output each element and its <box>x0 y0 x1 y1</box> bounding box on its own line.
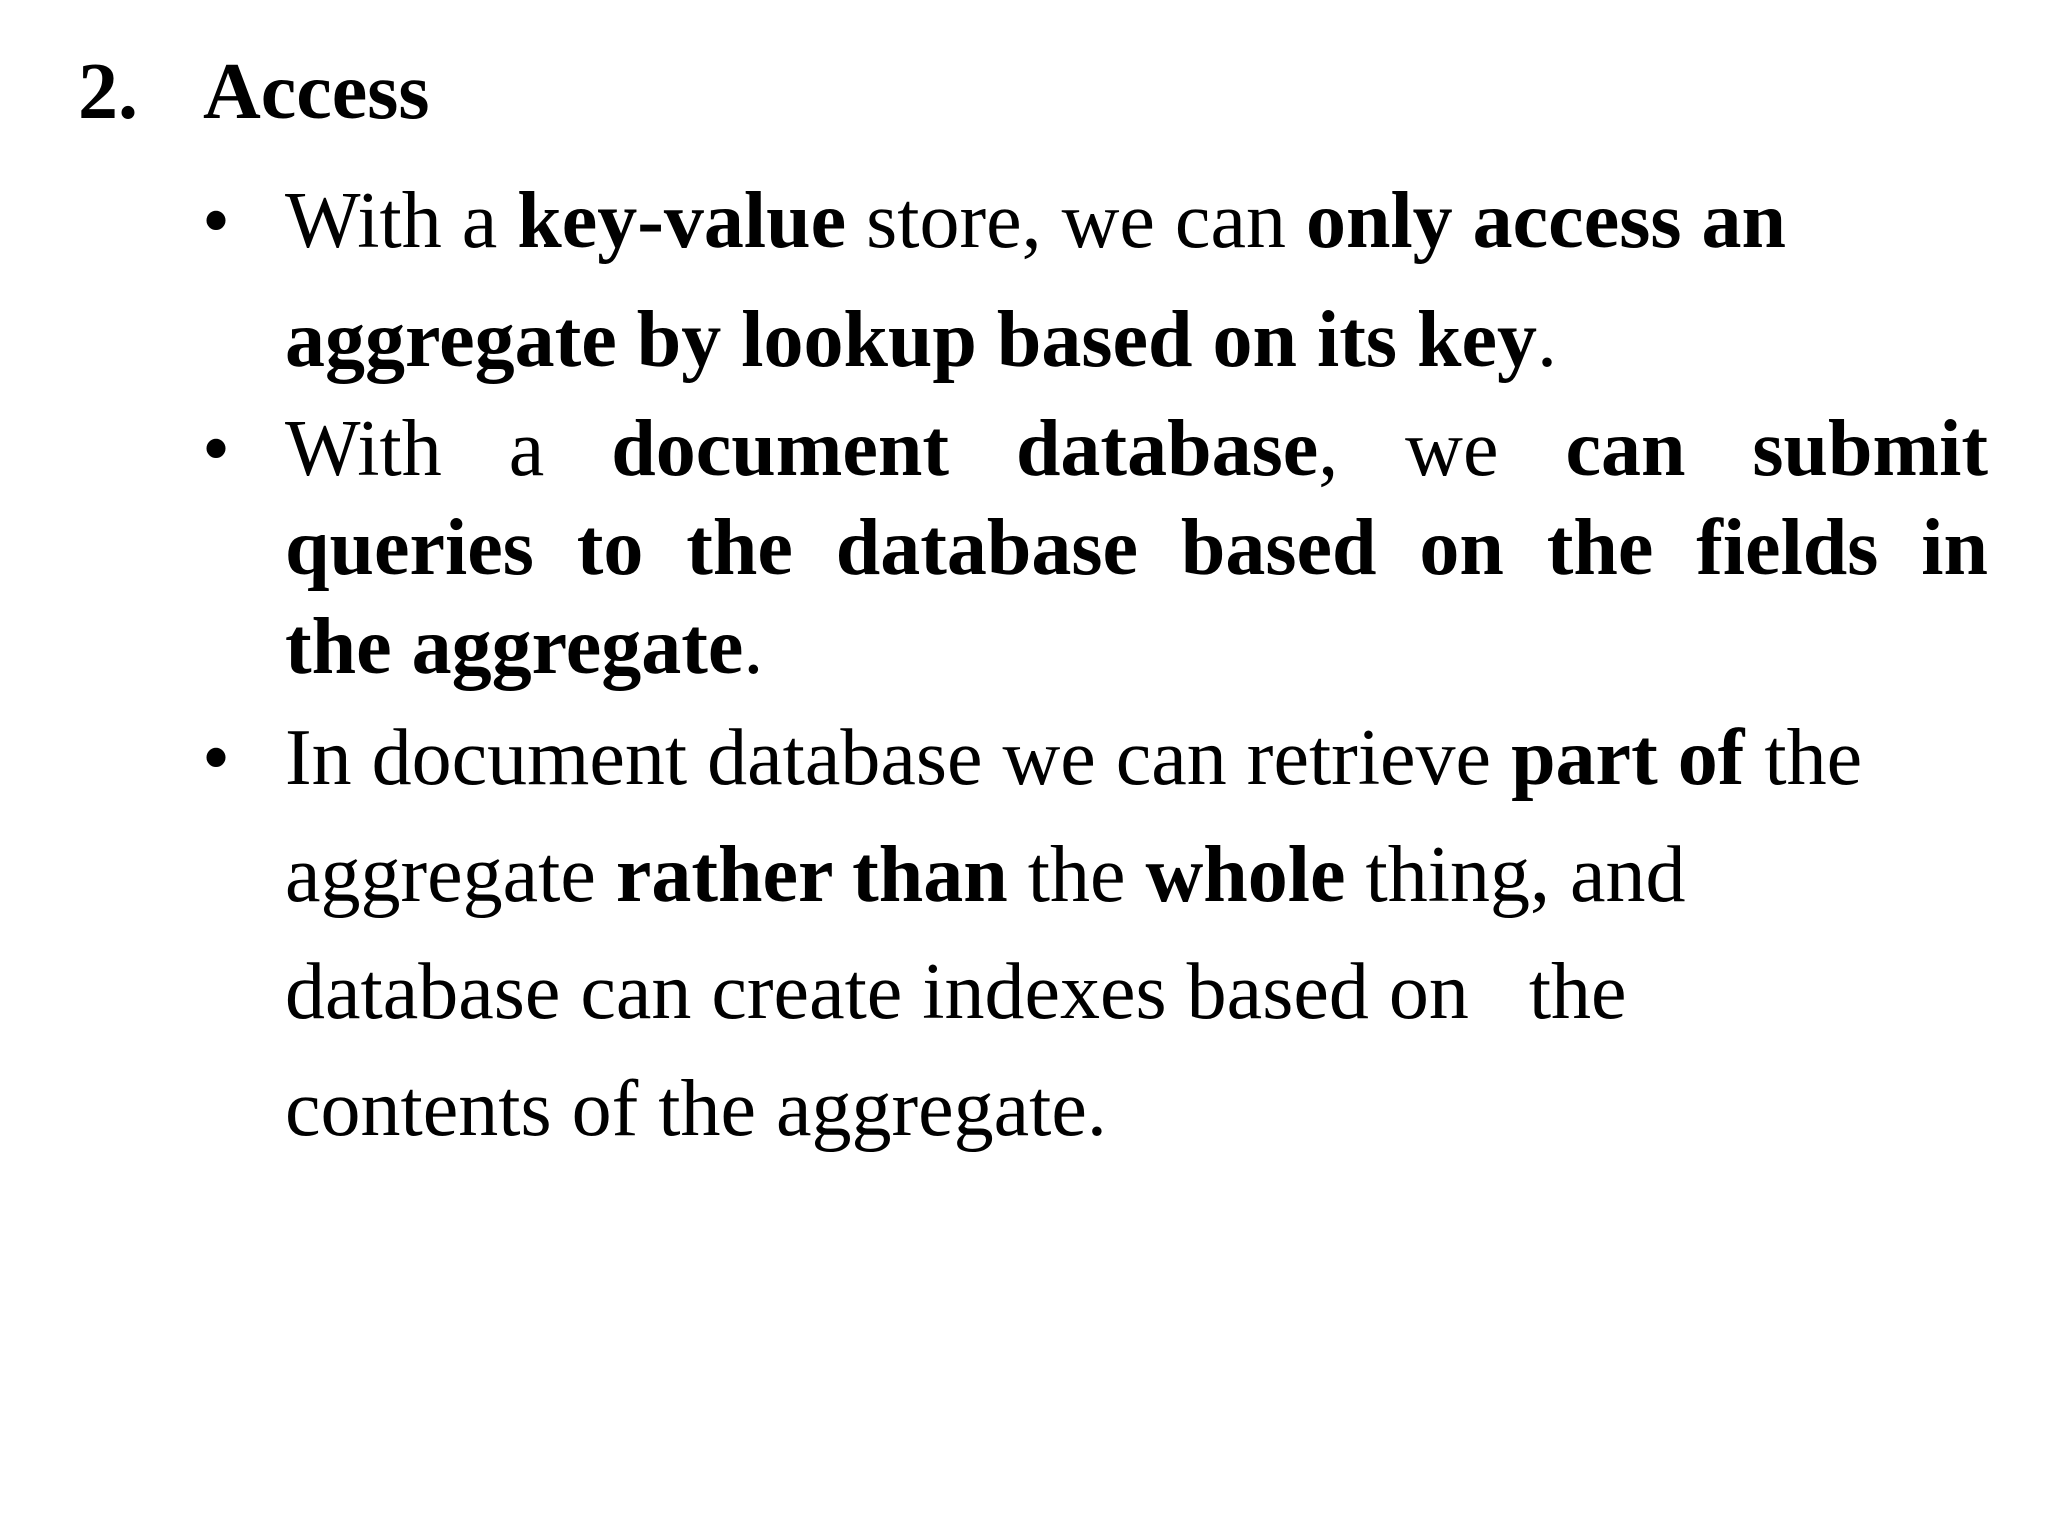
bullet-document-queries: • With a document database, we can submi… <box>202 400 1988 697</box>
text-run: the <box>1007 831 1146 919</box>
text-run: With a <box>285 177 518 265</box>
text-run: . <box>1537 296 1558 384</box>
text-line: aggregate by lookup based on its key. <box>285 281 1988 400</box>
text-run: In document database we can retrieve <box>285 714 1512 802</box>
text-run: contents of the aggregate. <box>285 1065 1107 1153</box>
text-line: With a key-value store, we can only acce… <box>285 162 1988 281</box>
text-line: aggregate rather than the whole thing, a… <box>285 817 1988 934</box>
bold-text-run: part of <box>1511 714 1745 802</box>
bullet-text: With a key-value store, we can only acce… <box>285 162 1988 400</box>
text-run: aggregate <box>285 831 616 919</box>
bold-text-run: queries to the database based on the fie… <box>285 504 1988 592</box>
bullet-partial-retrieval: • In document database we can retrieve p… <box>202 700 1988 1168</box>
text-line: database can create indexes based on the <box>285 934 1988 1051</box>
bullet-dot: • <box>202 177 231 265</box>
bold-text-run: whole <box>1145 831 1346 919</box>
bold-text-run: key-value <box>517 177 847 265</box>
bold-text-run: only access an <box>1305 177 1786 265</box>
text-line: contents of the aggregate. <box>285 1051 1988 1168</box>
text-line: In document database we can retrieve par… <box>285 700 1988 817</box>
text-run: the <box>1744 714 1863 802</box>
text-run: store, we can <box>846 177 1306 265</box>
text-run: database can create indexes based on the <box>285 948 1627 1036</box>
section-number: 2. <box>78 48 138 136</box>
bold-text-run: document database <box>611 405 1319 493</box>
text-line: queries to the database based on the fie… <box>285 499 1988 598</box>
bold-text-run: can submit <box>1565 405 1989 493</box>
text-line: With a document database, we can submit <box>285 400 1988 499</box>
text-run: , we <box>1318 405 1566 493</box>
bullet-text: In document database we can retrieve par… <box>285 700 1988 1168</box>
text-run: . <box>743 603 764 691</box>
bullet-key-value-access: • With a key-value store, we can only ac… <box>202 162 1988 400</box>
section-title: Access <box>203 48 430 136</box>
section-heading: 2. Access <box>78 44 430 140</box>
text-run: With a <box>285 405 612 493</box>
text-line: the aggregate. <box>285 598 1988 697</box>
bullet-dot: • <box>202 714 231 802</box>
bold-text-run: rather than <box>615 831 1008 919</box>
text-run: thing, and <box>1345 831 1686 919</box>
bullet-dot: • <box>202 405 231 493</box>
bold-text-run: the aggregate <box>285 603 744 691</box>
bold-text-run: aggregate by lookup based on its key <box>285 296 1538 384</box>
